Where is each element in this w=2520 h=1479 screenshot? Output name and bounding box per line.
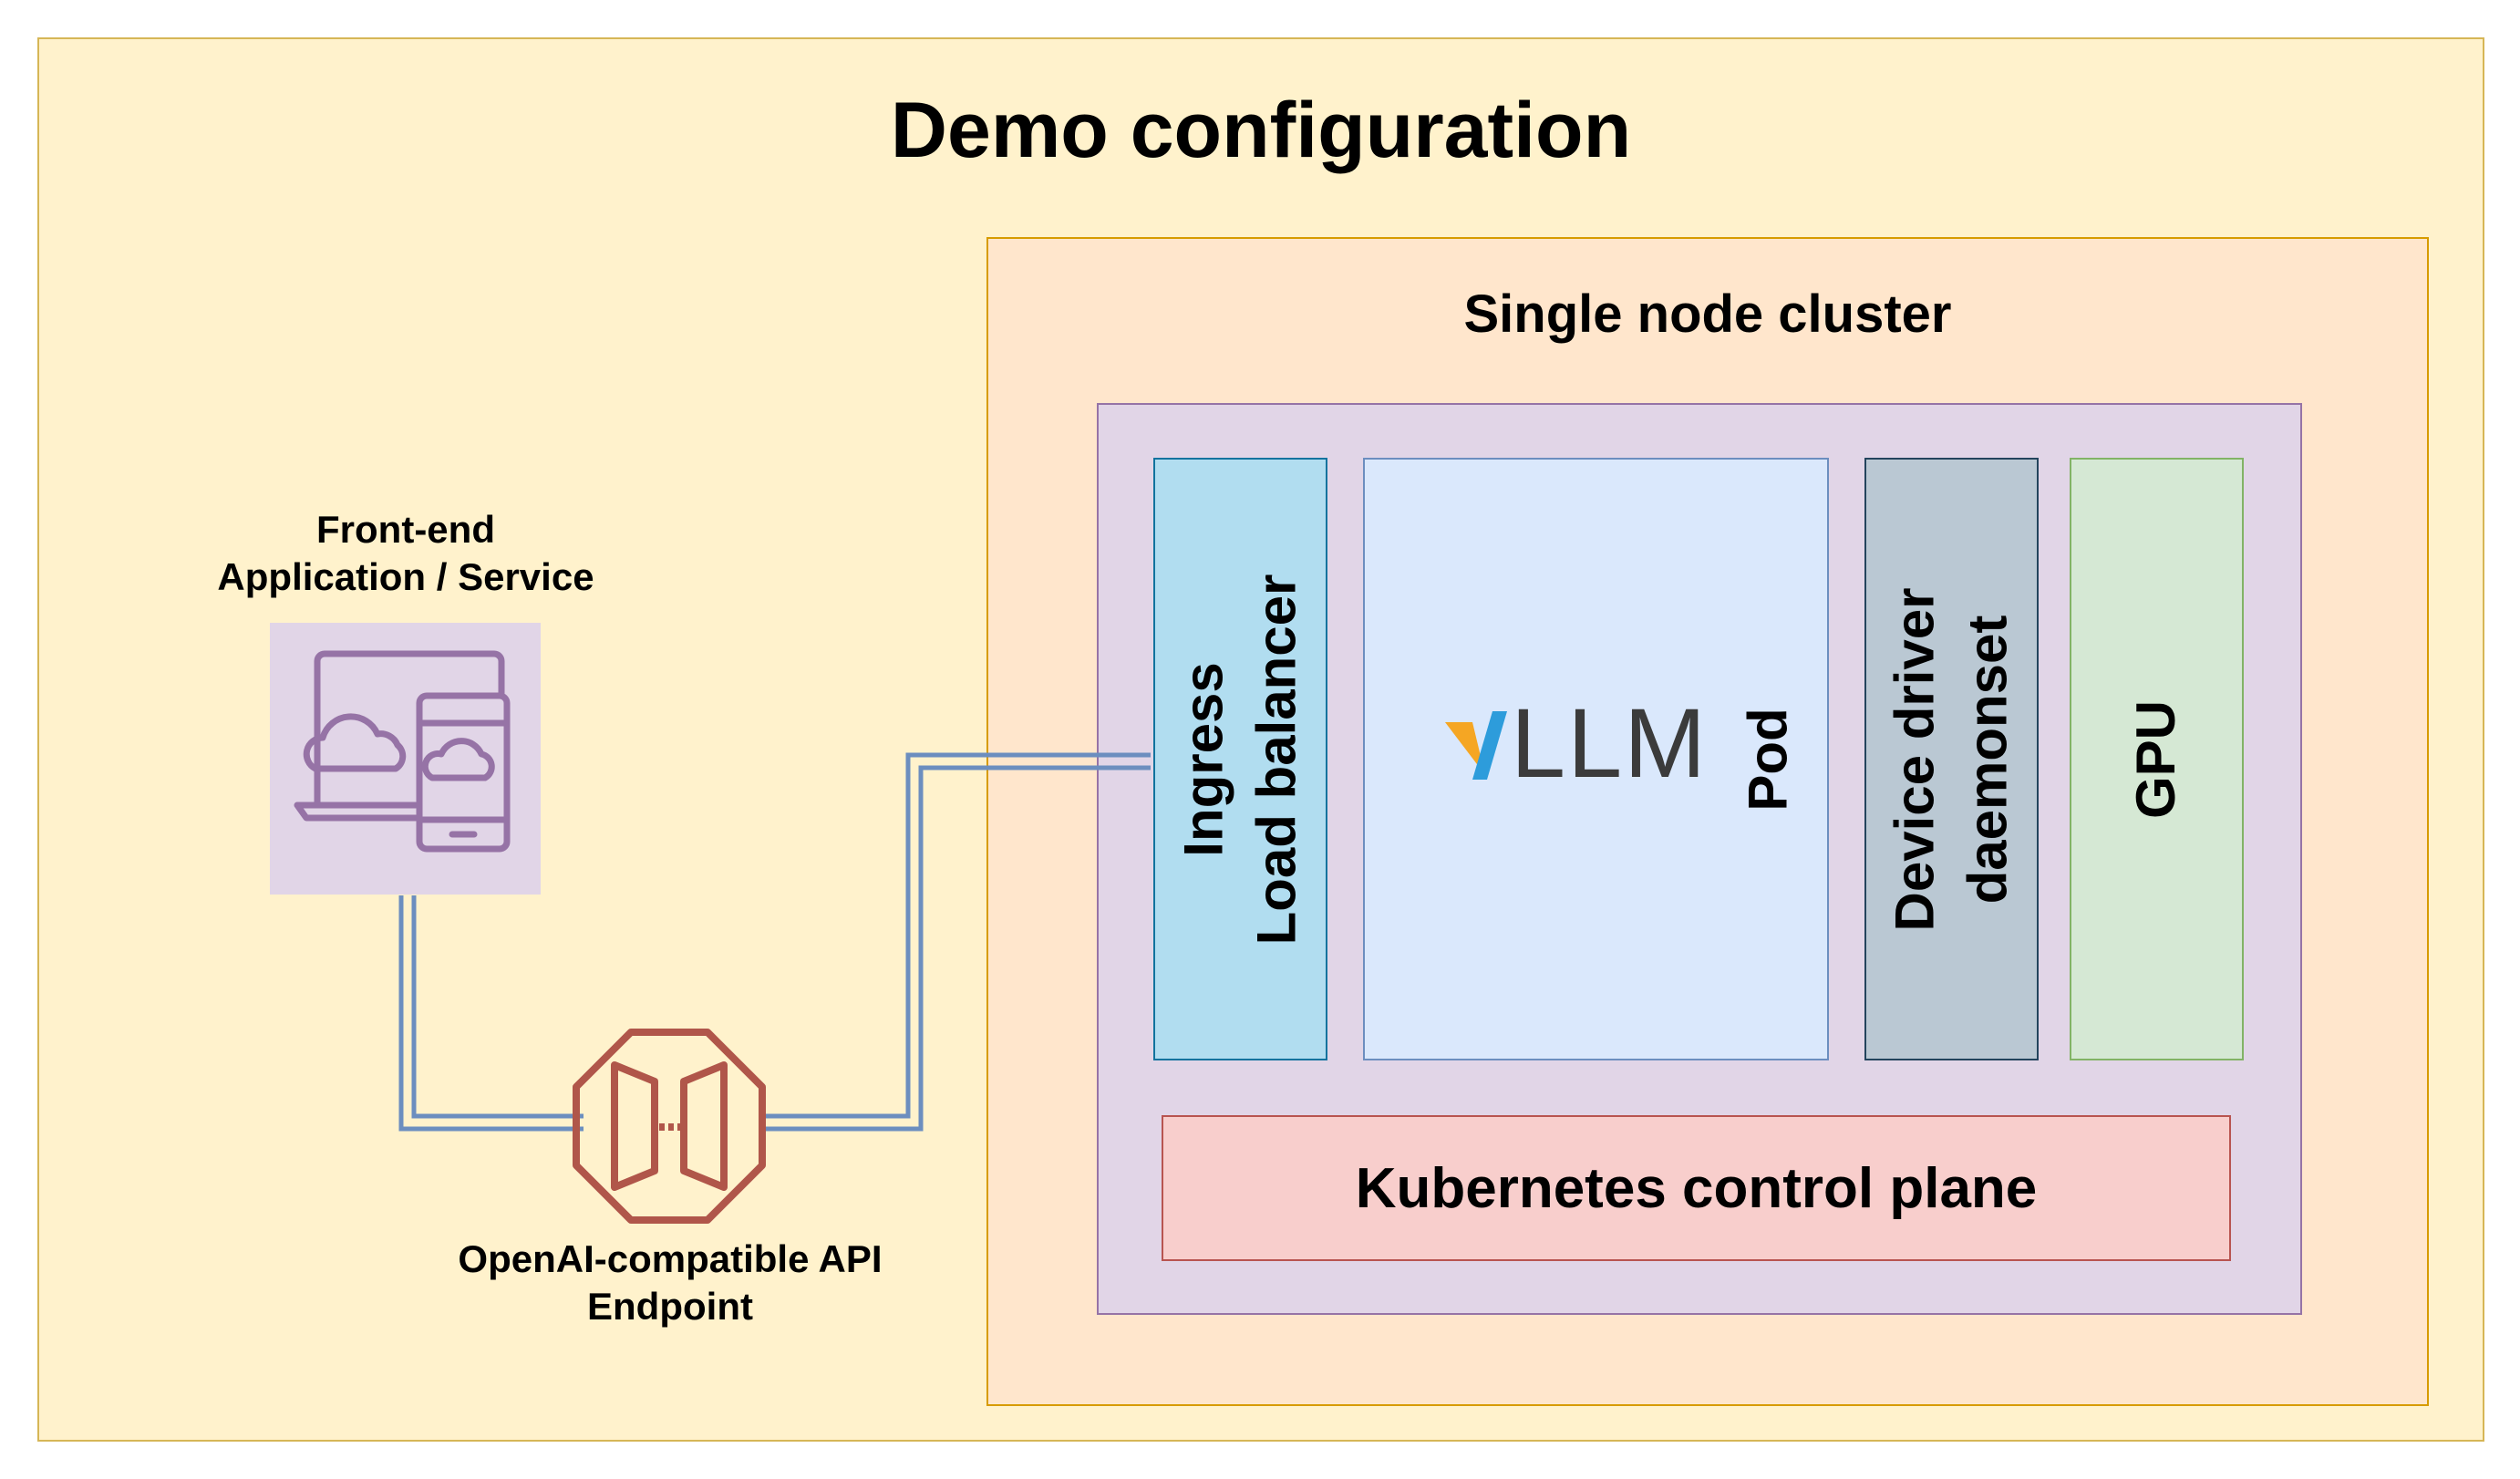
control-plane-box <box>1162 1115 2231 1261</box>
vllm-logo: LLM <box>1445 693 1708 793</box>
vllm-logo-text: LLM <box>1511 693 1708 793</box>
cluster-title: Single node cluster <box>1463 284 1952 344</box>
api-endpoint-label-line2: Endpoint <box>587 1285 753 1328</box>
diagram-title: Demo configuration <box>890 87 1632 174</box>
frontend-label-line1: Front-end <box>316 508 495 551</box>
frontend-label-line2: Application / Service <box>217 555 594 598</box>
device-driver-box: Device driver daemonset <box>1864 458 2039 1060</box>
pod-box <box>1363 458 1829 1060</box>
frontend-label: Front-end Application / Service <box>146 506 666 601</box>
api-endpoint-label: OpenAI-compatible API Endpoint <box>365 1236 976 1330</box>
vllm-logo-blue-mark <box>1472 711 1507 780</box>
api-gateway-icon <box>573 1029 766 1224</box>
api-endpoint-label-line1: OpenAI-compatible API <box>458 1237 883 1280</box>
ingress-load-balancer-box: Ingress Load balancer <box>1153 458 1327 1060</box>
connector-api-to-ingress <box>764 752 1151 1132</box>
connector-frontend-to-api <box>398 895 584 1132</box>
laptop-mobile-cloud-icon <box>294 650 511 853</box>
gpu-box: GPU <box>2070 458 2244 1060</box>
control-plane-label: Kubernetes control plane <box>1355 1156 2038 1220</box>
vllm-logo-yellow-mark <box>1445 722 1485 775</box>
